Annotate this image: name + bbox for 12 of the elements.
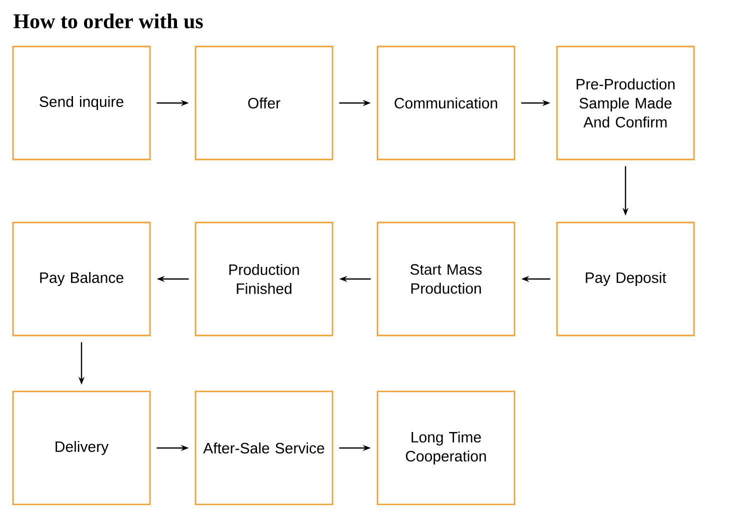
process-box: Send inquire bbox=[12, 46, 151, 160]
process-box: Long Time Cooperation bbox=[376, 390, 516, 506]
process-box: Delivery bbox=[12, 390, 151, 506]
process-box: Pre-Production Sample Made And Confirm bbox=[556, 46, 695, 160]
process-box: Start Mass Production bbox=[376, 222, 516, 336]
process-box: Offer bbox=[194, 46, 334, 160]
process-box: Pay Balance bbox=[12, 222, 151, 336]
process-box: Production Finished bbox=[194, 222, 334, 336]
process-box: Communication bbox=[376, 46, 516, 160]
process-box: After-Sale Service bbox=[194, 390, 334, 506]
title: How to order with us bbox=[14, 14, 203, 28]
process-box: Pay Deposit bbox=[556, 222, 695, 336]
